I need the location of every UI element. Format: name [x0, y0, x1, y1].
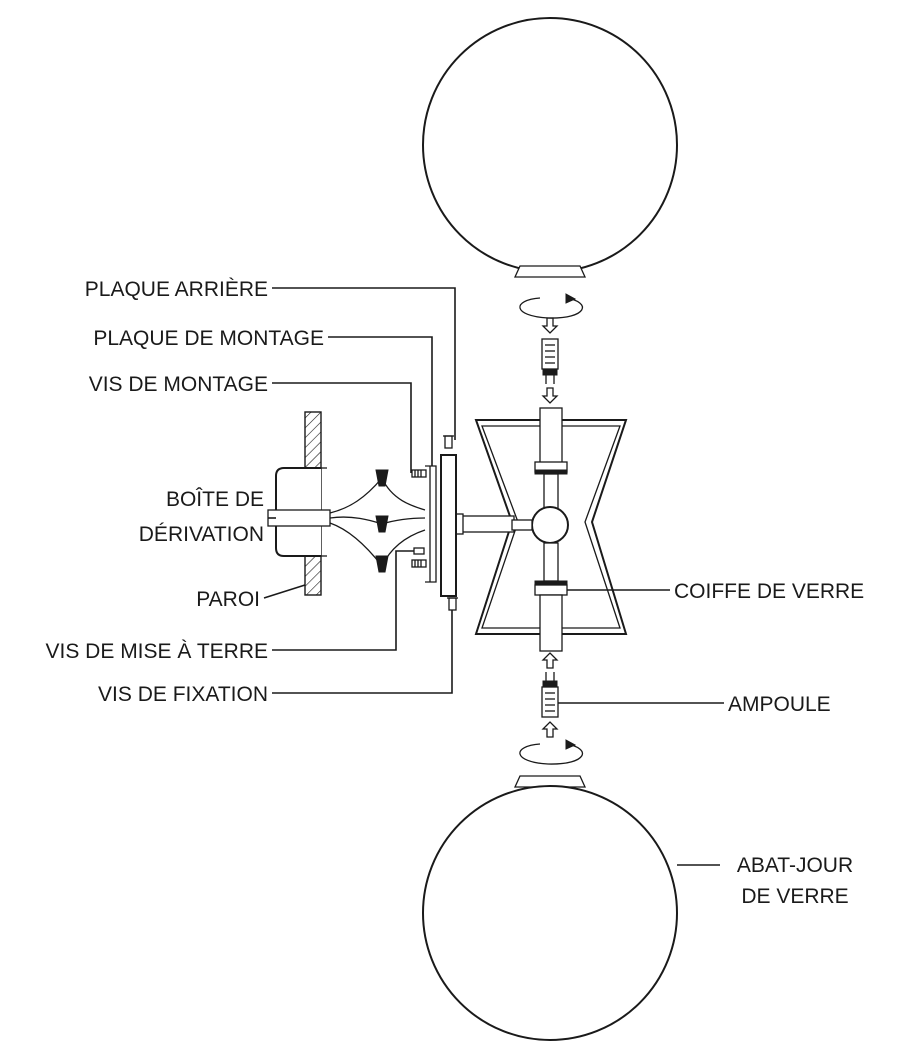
back-plate-label: PLAQUE ARRIÈRE [85, 278, 268, 301]
center-column [531, 407, 569, 652]
bottom-up-arrow-2-icon [541, 721, 559, 738]
callout-labels: PLAQUE ARRIÈRE PLAQUE DE MONTAGE VIS DE … [46, 278, 865, 908]
bulb-label: AMPOULE [728, 693, 831, 716]
mounting-screws [411, 469, 427, 568]
bottom-bulb [541, 672, 559, 718]
mounting-screws-label: VIS DE MONTAGE [89, 373, 268, 396]
wiring [267, 469, 426, 573]
mounting-plate-label: PLAQUE DE MONTAGE [93, 327, 324, 350]
top-down-arrow-icon [541, 317, 559, 334]
fixing-screw-label: VIS DE FIXATION [98, 683, 268, 706]
top-down-arrow-2-icon [541, 387, 559, 404]
glass-shade-label-line1: ABAT-JOUR [737, 854, 853, 877]
top-rotation-arrow-icon [519, 293, 584, 319]
ground-screw [413, 547, 425, 555]
bottom-rotation-arrow-icon [519, 739, 584, 765]
leader-lines [263, 287, 724, 866]
wall-arm [454, 513, 533, 535]
bottom-glass-shade [422, 775, 678, 1041]
wall-label: PAROI [196, 588, 260, 611]
ground-screw-label: VIS DE MISE À TERRE [46, 640, 269, 663]
glass-cap-label: COIFFE DE VERRE [674, 580, 864, 603]
back-plate [440, 454, 457, 597]
top-glass-shade [422, 17, 678, 278]
bottom-up-arrow-icon [541, 652, 559, 669]
top-bulb [541, 338, 559, 384]
junction-box-label-line1: BOÎTE DE [166, 488, 264, 511]
glass-shade-label-line2: DE VERRE [741, 885, 848, 908]
junction-box-label-line2: DÉRIVATION [139, 523, 264, 546]
mounting-plate [425, 465, 437, 583]
